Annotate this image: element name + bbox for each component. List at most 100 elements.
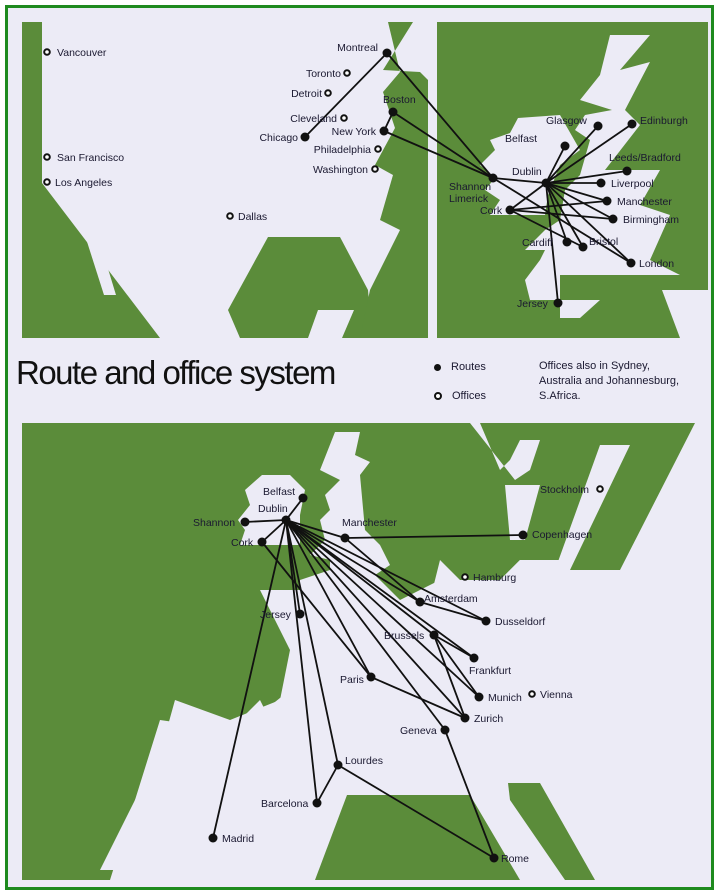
city-label: Barcelona (261, 798, 308, 810)
city-label: Jersey (517, 298, 549, 310)
bottom-city-frankfurt: Frankfurt (469, 653, 511, 677)
land-adriatic (508, 783, 595, 880)
bottom-route-geneva-rome (444, 729, 495, 859)
city-label: Paris (340, 674, 364, 686)
city-label: Los Angeles (55, 177, 112, 189)
office-ring-icon (374, 145, 382, 153)
bottom-route-manchester-amsterdam (344, 537, 421, 603)
office-ring-icon (434, 392, 442, 400)
top-map-routes (304, 52, 633, 304)
route-dot-icon (415, 597, 425, 607)
route-dot-icon (440, 725, 450, 735)
route-dot-icon (366, 672, 376, 682)
top-city-cleveland: Cleveland (290, 113, 348, 125)
route-dot-icon (460, 713, 470, 723)
route-dot-icon (295, 609, 305, 619)
city-label: Chicago (259, 132, 298, 144)
top-city-philadelphia: Philadelphia (314, 144, 382, 156)
land-france-edge (560, 300, 600, 318)
city-label: Manchester (342, 517, 397, 529)
top-city-liverpool: Liverpool (596, 178, 654, 190)
route-dot-icon (489, 853, 499, 863)
route-dot-icon (281, 515, 291, 525)
route-dot-icon (312, 798, 322, 808)
route-dot-icon (434, 363, 441, 371)
office-ring-icon (343, 69, 351, 77)
legend-offices-label: Offices (452, 390, 487, 402)
bottom-route-amsterdam-dusseldorf (419, 601, 487, 622)
route-dot-icon (333, 760, 343, 770)
top-route-montreal-chicago (304, 52, 388, 138)
top-city-manchester: Manchester (602, 196, 672, 208)
legend-offices: Offices (434, 390, 486, 402)
office-ring-icon (461, 573, 469, 581)
land-ireland (480, 115, 580, 215)
top-city-jersey: Jersey (517, 298, 563, 310)
bottom-city-munich: Munich (474, 692, 522, 704)
city-label: Dublin (258, 503, 288, 515)
city-label: Vancouver (57, 47, 107, 59)
bottom-route-dublin-dusseldorf (285, 519, 487, 622)
land-gulf-coast (228, 237, 372, 338)
top-city-los-angeles: Los Angeles (43, 177, 112, 189)
top-city-boston: Boston (383, 94, 416, 117)
route-dot-icon (602, 196, 612, 206)
bottom-route-dublin-madrid (212, 519, 287, 839)
top-city-chicago: Chicago (259, 132, 310, 144)
land-norway-gap (470, 423, 540, 480)
city-label: Munich (488, 692, 522, 704)
top-city-belfast: Belfast (505, 133, 570, 151)
bottom-city-madrid: Madrid (208, 833, 254, 845)
top-city-bristol: Bristol (578, 236, 618, 252)
city-label: Amsterdam (424, 593, 478, 605)
top-route-shannon-london (492, 177, 632, 264)
top-route-dublin-cardiff (545, 182, 568, 243)
route-dot-icon (379, 126, 389, 136)
bottom-route-dublin-barcelona (285, 519, 318, 804)
city-label: Hamburg (473, 572, 516, 584)
route-dot-icon (593, 121, 603, 131)
land-great-britain-bottom (300, 432, 400, 600)
office-ring-icon (43, 153, 51, 161)
city-label: Cork (231, 537, 254, 549)
top-city-montreal: Montreal (337, 42, 392, 58)
route-dot-icon (627, 119, 637, 129)
route-dot-icon (300, 132, 310, 142)
top-route-dublin-jersey (545, 182, 559, 304)
top-city-dublin: Dublin (512, 166, 551, 188)
top-route-shannon-dublin (492, 177, 547, 184)
land-denmark (505, 485, 540, 540)
legend-routes-label: Routes (451, 361, 486, 373)
route-dot-icon (553, 298, 563, 308)
bottom-route-dublin-manchester (285, 519, 346, 539)
top-route-montreal-shannon (386, 52, 494, 179)
bottom-route-dublin-shannon (244, 519, 287, 523)
top-map-land (22, 22, 708, 338)
bottom-city-stockholm: Stockholm (540, 484, 604, 496)
city-label: Liverpool (611, 178, 654, 190)
city-label: Jersey (260, 609, 292, 621)
top-route-boston-shannon (392, 111, 494, 179)
bottom-city-zurich: Zurich (460, 713, 503, 725)
bottom-city-jersey: Jersey (260, 609, 305, 621)
bottom-city-hamburg: Hamburg (461, 572, 516, 584)
bottom-city-brussels: Brussels (384, 630, 439, 642)
top-city-london: London (626, 258, 674, 270)
bottom-city-barcelona: Barcelona (261, 798, 322, 810)
top-city-cardiff: Cardiff (522, 237, 572, 249)
route-dot-icon (596, 178, 606, 188)
top-route-dublin-london (545, 182, 632, 264)
bottom-route-dublin-frankfurt (285, 519, 475, 659)
land-west-coast (22, 22, 160, 338)
top-route-cork-birmingham (509, 209, 614, 220)
land-iberia (100, 690, 350, 870)
land-italy-sea (315, 795, 520, 880)
route-dot-icon (240, 517, 250, 527)
top-city-toronto: Toronto (306, 68, 351, 80)
city-label: Detroit (291, 88, 322, 100)
bottom-route-cork-paris (261, 541, 372, 678)
bottom-route-paris-zurich (370, 676, 466, 719)
city-label: Frankfurt (469, 665, 511, 677)
